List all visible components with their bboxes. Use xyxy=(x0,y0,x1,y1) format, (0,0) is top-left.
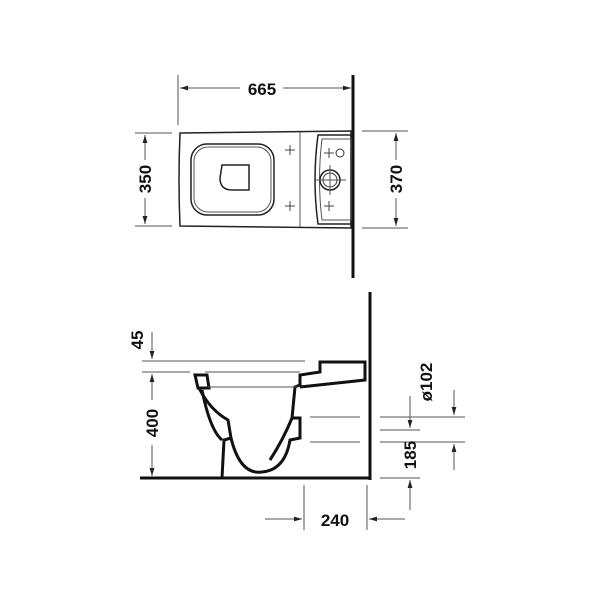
dim-370: 370 xyxy=(387,165,406,193)
dim-350: 350 xyxy=(136,165,155,193)
dim-665: 665 xyxy=(248,80,276,99)
dim-45: 45 xyxy=(128,331,147,350)
dim-400: 400 xyxy=(143,409,162,437)
dim-d102: ø102 xyxy=(417,363,436,402)
dim-240: 240 xyxy=(321,511,349,530)
dim-185: 185 xyxy=(401,441,420,469)
top-view: 665 350 370 xyxy=(135,75,408,278)
side-view: 45 400 ø102 185 240 xyxy=(128,292,465,530)
